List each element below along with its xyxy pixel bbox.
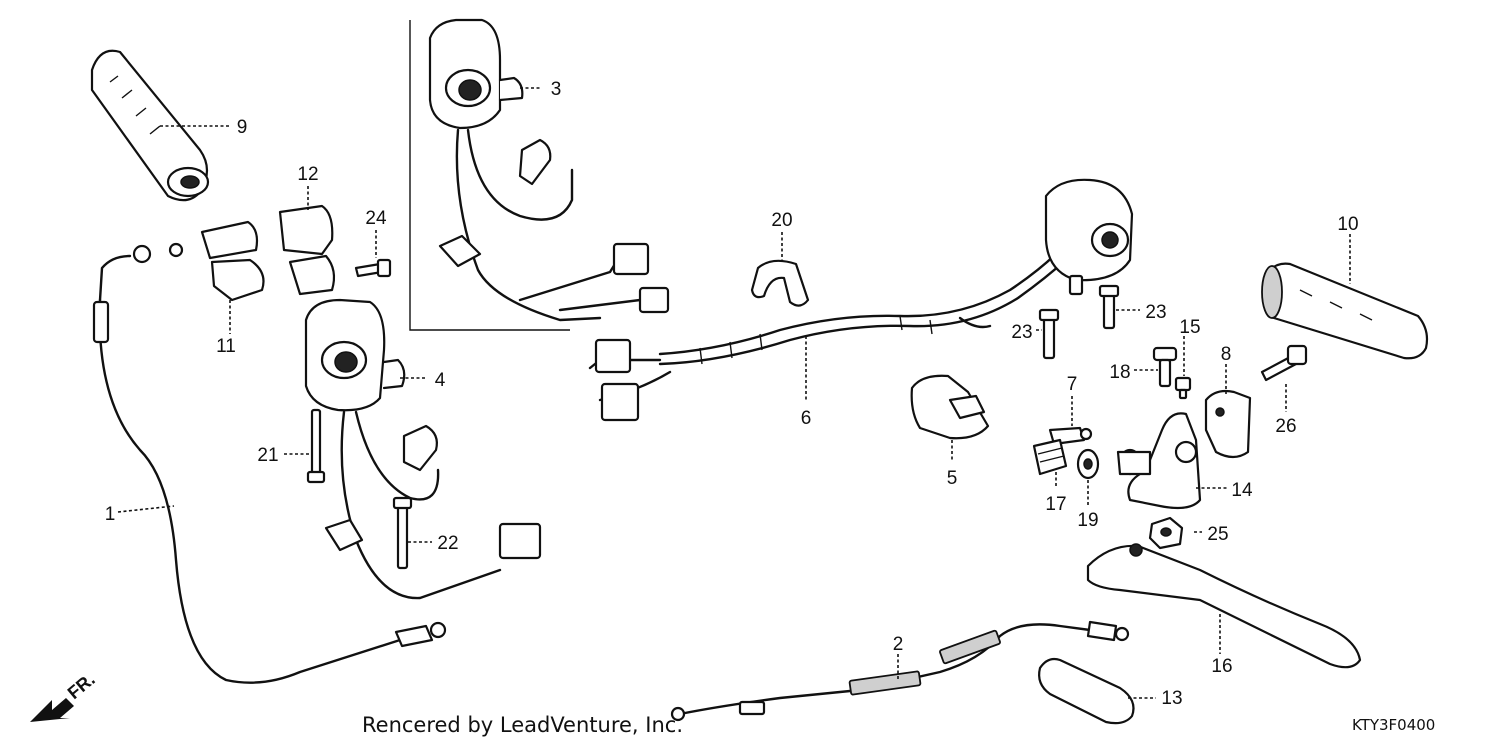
throttle-housing bbox=[200, 204, 336, 302]
callout-19: 19 bbox=[1077, 510, 1098, 531]
callout-16: 16 bbox=[1211, 656, 1232, 677]
callout-5: 5 bbox=[947, 468, 958, 489]
callout-14: 14 bbox=[1231, 480, 1253, 501]
assembly-frame-line bbox=[409, 20, 570, 331]
callout-18: 18 bbox=[1109, 362, 1130, 383]
front-arrow-icon bbox=[30, 698, 74, 722]
callout-labels: 1 2 3 4 5 6 7 8 9 10 11 12 13 14 15 16 1… bbox=[105, 79, 1359, 709]
screw-24 bbox=[354, 258, 392, 278]
bolt-26 bbox=[1260, 344, 1308, 382]
front-direction-marker: FR. bbox=[30, 669, 99, 722]
callout-8: 8 bbox=[1221, 344, 1232, 365]
callout-13: 13 bbox=[1161, 688, 1182, 709]
screw-23a bbox=[1038, 308, 1060, 360]
screw-21 bbox=[306, 408, 326, 484]
callout-12: 12 bbox=[297, 164, 318, 185]
right-switch-3 bbox=[428, 18, 670, 322]
callout-24: 24 bbox=[365, 208, 387, 229]
lever-16 bbox=[1086, 543, 1362, 669]
bolt-15 bbox=[1174, 376, 1192, 400]
throttle-cable bbox=[92, 242, 447, 684]
diagram-code: KTY3F0400 bbox=[1352, 716, 1435, 734]
callout-23a: 23 bbox=[1011, 322, 1032, 343]
callout-9: 9 bbox=[237, 117, 248, 138]
cover-13 bbox=[1038, 657, 1135, 725]
bracket-5 bbox=[910, 374, 990, 440]
lever-bracket-14 bbox=[1116, 412, 1202, 510]
callout-3: 3 bbox=[551, 79, 562, 100]
left-switch-4 bbox=[304, 298, 542, 600]
clutch-cable-2 bbox=[670, 620, 1130, 722]
spring-17 bbox=[1032, 438, 1068, 476]
screw-18 bbox=[1152, 346, 1178, 388]
callout-26: 26 bbox=[1275, 416, 1296, 437]
callout-15: 15 bbox=[1179, 317, 1200, 338]
nut-19 bbox=[1076, 448, 1100, 480]
screw-23b bbox=[1098, 284, 1120, 330]
callout-2: 2 bbox=[893, 634, 904, 655]
callout-7: 7 bbox=[1067, 374, 1078, 395]
nut-25 bbox=[1148, 516, 1184, 550]
callout-20: 20 bbox=[771, 210, 792, 231]
callout-6: 6 bbox=[801, 408, 812, 429]
wire-harness-6 bbox=[588, 248, 1070, 422]
callout-1: 1 bbox=[105, 504, 116, 525]
callout-11: 11 bbox=[216, 336, 236, 357]
callout-4: 4 bbox=[435, 370, 446, 391]
callout-17: 17 bbox=[1045, 494, 1066, 515]
right-switch-harness bbox=[1044, 178, 1134, 296]
screw-22 bbox=[392, 496, 413, 570]
left-grip bbox=[90, 49, 210, 202]
leader-lines bbox=[117, 87, 1351, 699]
callout-23b: 23 bbox=[1145, 302, 1166, 323]
credit-text: Rencered by LeadVenture, Inc. bbox=[362, 713, 683, 737]
right-grip bbox=[1261, 262, 1429, 360]
callout-22: 22 bbox=[437, 533, 458, 554]
callout-25: 25 bbox=[1207, 524, 1228, 545]
clamp-8 bbox=[1204, 389, 1252, 459]
front-label: FR. bbox=[64, 669, 99, 703]
callout-10: 10 bbox=[1337, 214, 1358, 235]
clamp-20 bbox=[750, 259, 810, 307]
callout-21: 21 bbox=[257, 445, 278, 466]
